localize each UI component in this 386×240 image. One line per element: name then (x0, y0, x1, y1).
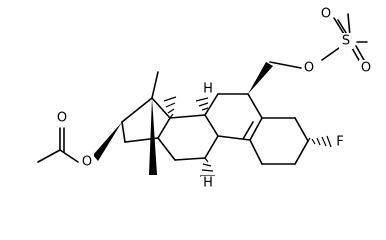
bond (169, 114, 206, 119)
atom-oxygen-carbonyl: O (57, 111, 67, 126)
atom-sulfur: S (342, 34, 350, 49)
bond (59, 149, 79, 163)
bond (121, 97, 153, 123)
bond (249, 139, 263, 165)
atom-oxygen-ester: O (82, 155, 92, 170)
atom-labels: O O F O S O O H H (55, 6, 373, 191)
label-background (339, 33, 353, 49)
wedge-bond (149, 98, 157, 175)
stereo-bonds (93, 62, 332, 177)
atom-hydrogen-c9: H (203, 82, 213, 97)
bond (347, 13, 351, 37)
bond (269, 61, 302, 69)
label-background (359, 60, 373, 76)
atom-oxygen-sulfonyl-top: O (321, 7, 331, 22)
label-background (201, 176, 215, 190)
label-background (333, 134, 347, 150)
label-background (55, 110, 69, 126)
bond (151, 97, 171, 119)
atom-oxygen-ether: O (304, 61, 314, 76)
bond (351, 47, 361, 63)
atom-fluorine: F (336, 135, 343, 150)
hash-bond (307, 135, 332, 148)
atom-hydrogen-c8: H (203, 176, 213, 191)
label-background (201, 82, 215, 96)
hash-bond (195, 97, 209, 116)
bond (151, 71, 159, 99)
bond (355, 45, 365, 61)
wedge-bond (93, 122, 122, 161)
hash-bond (200, 157, 215, 177)
atom-oxygen-sulfonyl-right: O (361, 61, 371, 76)
bond (249, 117, 263, 141)
bond (333, 17, 345, 35)
molecule-structure: O O F O S O O H H (37, 6, 373, 191)
bond (204, 93, 219, 116)
bond (37, 149, 61, 163)
bond (157, 117, 171, 139)
bond (242, 121, 254, 140)
bond (157, 137, 176, 161)
bond (294, 140, 309, 165)
bond (321, 47, 340, 61)
label-background (319, 6, 333, 22)
bond (174, 157, 206, 161)
bond (247, 93, 263, 119)
bond (204, 114, 219, 137)
hash-bond (163, 96, 177, 119)
bond (121, 121, 126, 143)
wedge-bond (248, 62, 273, 94)
label-background (80, 154, 94, 170)
bond-skeleton (37, 13, 368, 165)
bond (217, 135, 251, 141)
bond (294, 117, 309, 142)
label-background (302, 60, 316, 76)
bond (204, 135, 219, 159)
